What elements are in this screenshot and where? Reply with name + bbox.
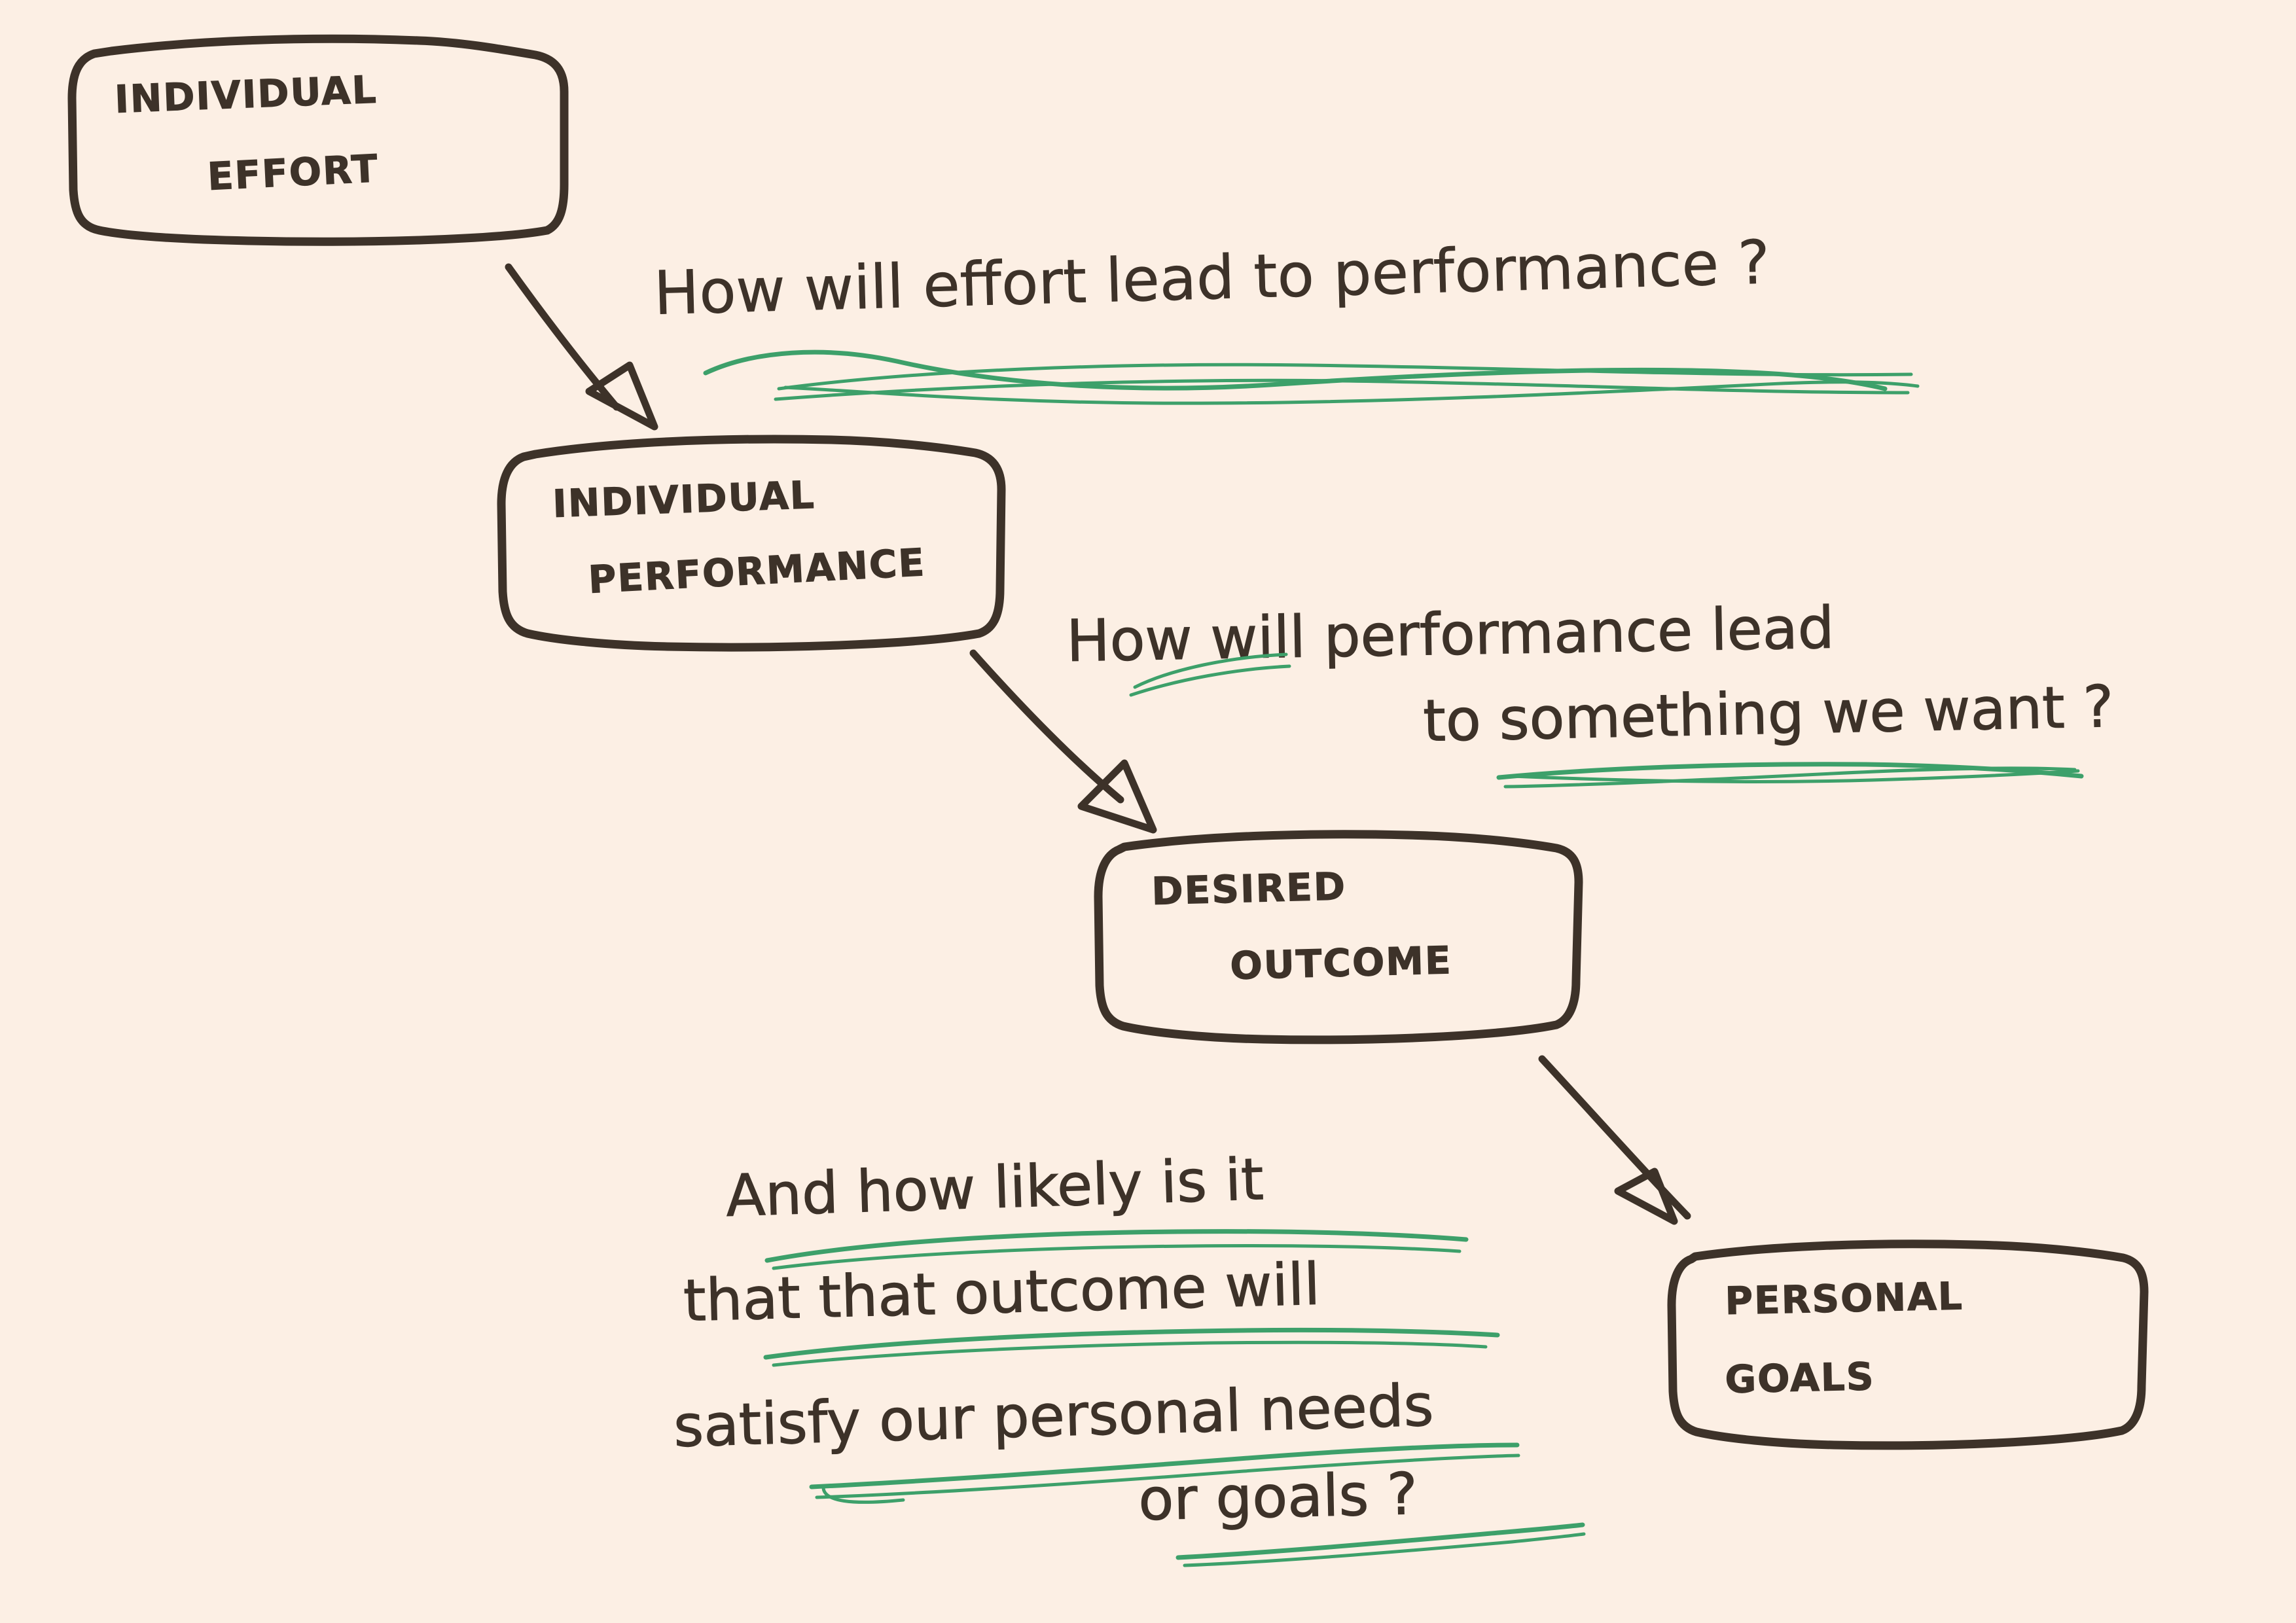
node-label-line1: INDIVIDUAL: [114, 67, 378, 122]
annotation-line: How will effort lead to performance ?: [653, 227, 1771, 329]
node-label-line1: INDIVIDUAL: [552, 473, 816, 526]
annotation-line: or goals ?: [1138, 1460, 1418, 1533]
node-label-line2: OUTCOME: [1230, 938, 1453, 988]
annotation-question-valence: And how likely is it that that outcome w…: [672, 1145, 1586, 1567]
highlight-underline-icon: [1175, 1522, 1585, 1560]
arrow-performance-to-outcome: [969, 649, 1157, 834]
highlight-underline-icon: [1133, 652, 1288, 689]
arrow-outcome-to-goals: [1538, 1055, 1691, 1225]
highlight-underline-icon: [703, 349, 1888, 391]
annotation-line: And how likely is it: [725, 1145, 1265, 1230]
highlight-underline-icon: [772, 1243, 1462, 1270]
highlight-underline-icon: [772, 1340, 1488, 1367]
highlight-underline-icon: [763, 1327, 1500, 1360]
node-outline: [1094, 830, 1583, 1044]
annotation-question-instrumentality: How will performance lead to something w…: [1066, 594, 2115, 789]
node-label-line2: GOALS: [1725, 1354, 1875, 1402]
node-outline: [1667, 1240, 2149, 1450]
highlight-underline-icon: [1510, 769, 2080, 783]
highlight-underline-icon: [1503, 766, 2077, 789]
highlight-underline-icon: [821, 1486, 905, 1504]
arrow-shaft: [1538, 1055, 1691, 1220]
node-individual-effort[interactable]: INDIVIDUAL EFFORT: [67, 34, 569, 246]
highlight-underline-icon: [774, 378, 1910, 401]
node-individual-performance[interactable]: INDIVIDUAL PERFORMANCE: [497, 435, 1006, 652]
annotation-line: to something we want ?: [1422, 673, 2114, 755]
arrow-shaft: [505, 263, 620, 411]
node-label-line1: PERSONAL: [1725, 1274, 1964, 1323]
highlight-underline-icon: [777, 363, 1913, 391]
highlight-underline-icon: [1496, 762, 2084, 780]
highlight-underline-icon: [815, 1454, 1520, 1499]
highlight-underline-icon: [764, 1229, 1469, 1263]
node-desired-outcome[interactable]: DESIRED OUTCOME: [1094, 830, 1583, 1044]
arrow-head-icon: [585, 361, 658, 431]
highlight-underline-icon: [783, 380, 1920, 405]
highlight-underline-icon: [1183, 1532, 1586, 1567]
node-personal-goals[interactable]: PERSONAL GOALS: [1667, 1240, 2149, 1450]
node-outline: [67, 34, 569, 246]
node-label-line2: EFFORT: [206, 146, 380, 199]
arrow-head-icon: [1614, 1168, 1678, 1225]
annotation-line: that that outcome will: [683, 1251, 1321, 1334]
highlight-underline-icon: [1129, 664, 1291, 697]
node-label-line2: PERFORMANCE: [587, 540, 927, 602]
arrow-head-icon: [1077, 759, 1157, 834]
annotation-question-expectancy: How will effort lead to performance ?: [653, 227, 1920, 405]
highlight-underline-icon: [809, 1442, 1520, 1489]
node-label-line1: DESIRED: [1151, 864, 1347, 914]
arrow-shaft: [969, 649, 1124, 804]
annotation-line: satisfy our personal needs: [673, 1372, 1435, 1460]
annotation-line: How will performance lead: [1066, 594, 1835, 675]
node-outline: [497, 435, 1006, 652]
arrow-effort-to-performance: [505, 263, 658, 431]
